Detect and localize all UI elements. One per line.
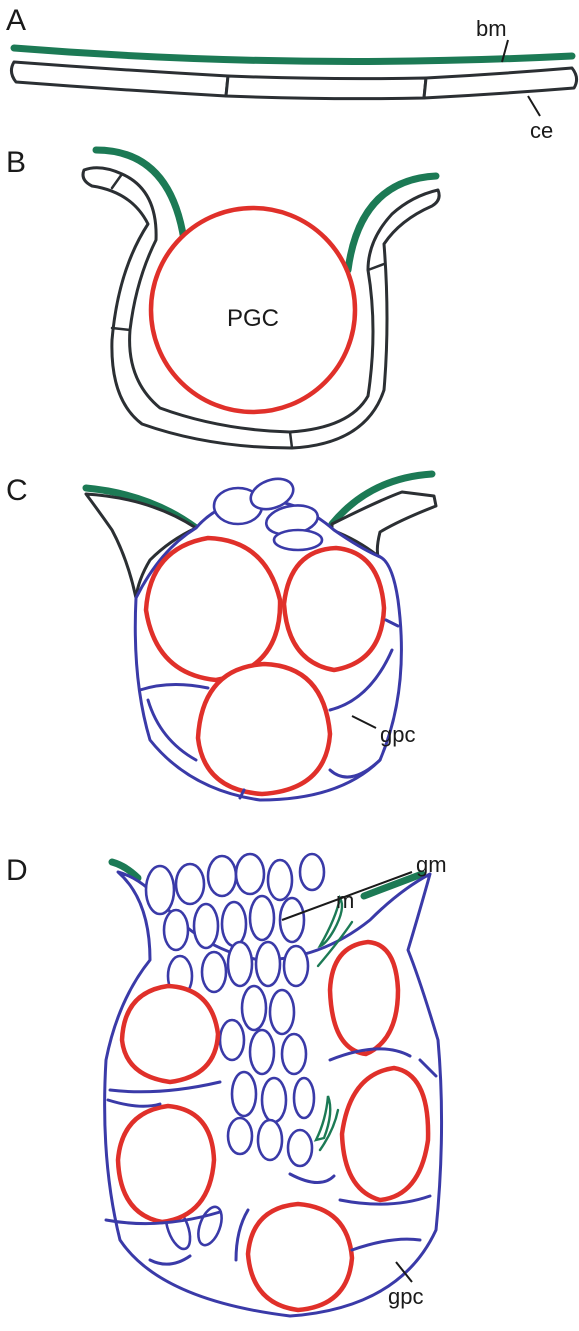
panel-a-label: A: [6, 4, 26, 37]
panel-b: B PGC: [6, 146, 439, 448]
gpc-cell-c: [274, 530, 322, 550]
gm-cell: [270, 990, 294, 1034]
ce-label: ce: [530, 118, 553, 143]
coelomic-epithelium-a: [11, 62, 576, 99]
panel-d: D: [6, 852, 447, 1316]
pgc-d-3: [118, 1106, 214, 1222]
pgc-d-1: [122, 986, 218, 1082]
gm-cell: [176, 864, 204, 904]
gm-cell: [268, 860, 292, 900]
gm-cell: [242, 986, 266, 1030]
gm-cell: [250, 1030, 274, 1074]
gm-cell: [208, 856, 236, 896]
bm-label: bm: [476, 16, 507, 41]
panel-d-label: D: [6, 854, 28, 887]
gm-cell: [294, 1078, 314, 1118]
gm-cell: [300, 854, 324, 890]
gm-cell: [236, 854, 264, 894]
m-label: m: [336, 888, 354, 913]
gm-cell: [202, 952, 226, 992]
gm-cell: [256, 942, 280, 986]
gm-cell: [258, 1120, 282, 1160]
gm-cell: [282, 1034, 306, 1074]
gm-cell: [288, 1130, 312, 1166]
gm-cell: [146, 866, 174, 914]
panel-b-label: B: [6, 146, 26, 179]
gm-label: gm: [416, 852, 447, 877]
gm-cell: [222, 902, 246, 946]
panel-c: C gpc: [6, 473, 436, 800]
panel-a: A bm ce: [6, 4, 577, 143]
gm-cell: [228, 942, 252, 986]
gm-cell: [262, 1078, 286, 1122]
panel-c-label: C: [6, 474, 28, 507]
gpc-label-d: gpc: [388, 1284, 423, 1309]
gpc-label-c: gpc: [380, 722, 415, 747]
gm-cell: [232, 1072, 256, 1116]
gm-cell: [284, 946, 308, 986]
ce-leader-line: [528, 96, 540, 116]
gm-cell: [250, 896, 274, 940]
pgc-d-2: [330, 942, 398, 1054]
gm-cell: [220, 1020, 244, 1060]
pgc-d-5: [248, 1204, 352, 1310]
gm-cell: [164, 910, 188, 950]
pgc-c-right: [284, 548, 384, 670]
pgc-c-left: [146, 538, 280, 680]
gm-cell: [228, 1118, 252, 1154]
pgc-c-bottom: [198, 664, 330, 794]
gm-cell: [194, 904, 218, 948]
basement-membrane-a: [14, 48, 572, 61]
pgc-label: PGC: [227, 305, 279, 332]
